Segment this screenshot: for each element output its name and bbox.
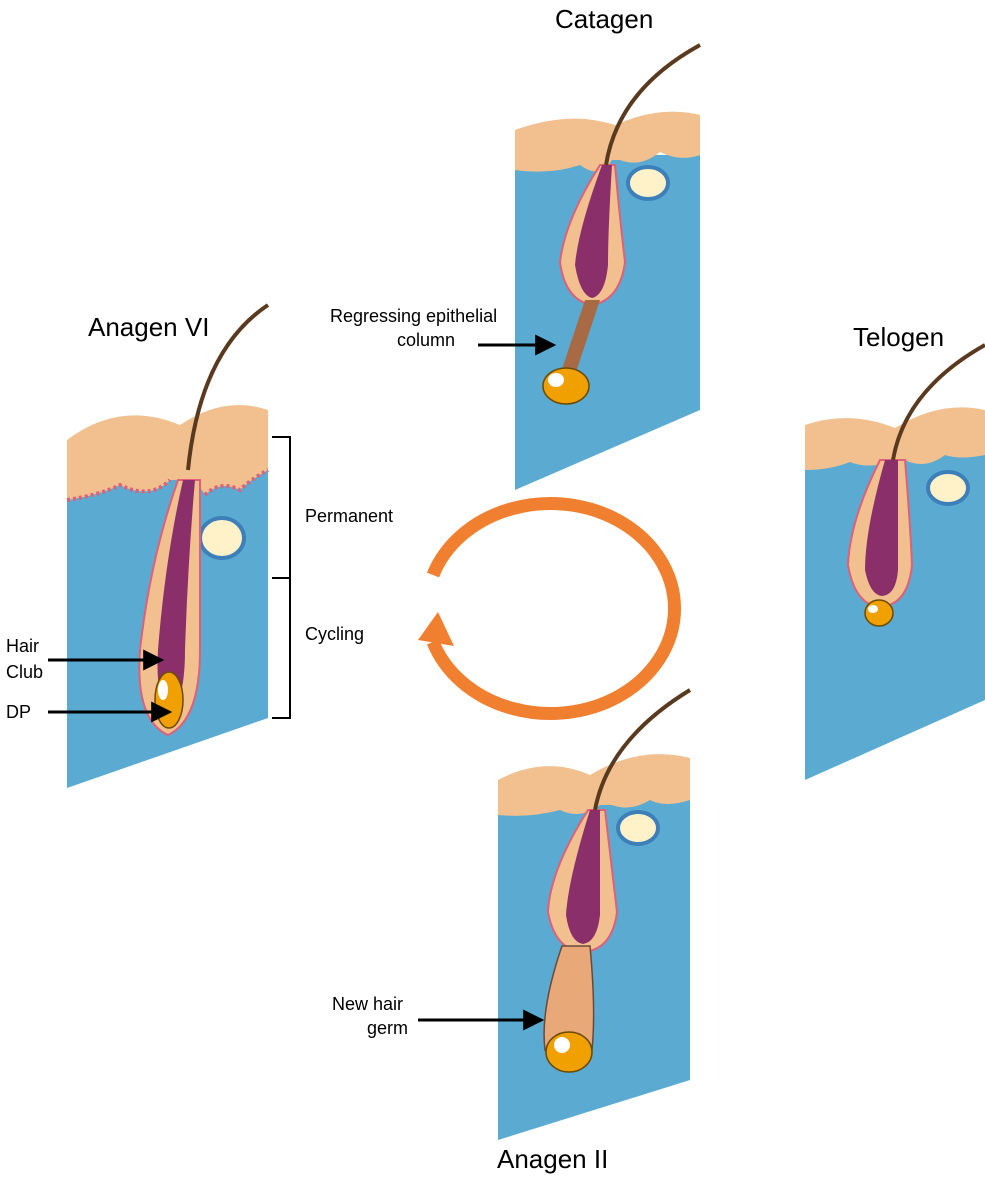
anagen-ii-papilla-highlight [554, 1037, 570, 1053]
catagen-sebaceous-gland [628, 167, 668, 199]
cycling-bracket [272, 578, 290, 718]
hair-club-label-line2: Club [6, 662, 43, 682]
regressing-label-line2: column [397, 330, 455, 350]
catagen-dermal-papilla [543, 368, 589, 404]
anagen-ii-dermal-papilla [546, 1032, 592, 1072]
anagen-vi-panel [48, 305, 290, 788]
telogen-dermal-papilla [865, 600, 893, 626]
stage-title-telogen: Telogen [853, 322, 944, 352]
anagen-vi-dermal-papilla [155, 672, 183, 728]
cycle-arrow [418, 504, 675, 714]
cycle-arrowhead [418, 612, 454, 646]
anagen-vi-papilla-highlight [158, 680, 168, 700]
telogen-papilla-highlight [868, 605, 878, 613]
cycle-arc [433, 504, 675, 714]
anagen-ii-sebaceous-gland [618, 812, 658, 844]
new-hair-germ-label-line2: germ [367, 1018, 408, 1038]
anagen-vi-sebaceous-gland [200, 518, 244, 558]
dp-label: DP [6, 702, 31, 722]
new-hair-germ-label-line1: New hair [332, 994, 403, 1014]
stage-title-anagen-ii: Anagen II [497, 1144, 608, 1174]
stage-title-catagen: Catagen [555, 4, 653, 34]
regressing-label-line1: Regressing epithelial [330, 306, 497, 326]
hair-club-label-line1: Hair [6, 636, 39, 656]
permanent-bracket [272, 437, 290, 578]
cycling-label: Cycling [305, 624, 364, 644]
catagen-papilla-highlight [548, 373, 564, 387]
permanent-label: Permanent [305, 506, 393, 526]
anagen-ii-panel [418, 690, 690, 1140]
telogen-panel [805, 345, 985, 780]
stage-title-anagen-vi: Anagen VI [88, 312, 209, 342]
catagen-panel [478, 45, 700, 490]
telogen-sebaceous-gland [928, 472, 968, 504]
